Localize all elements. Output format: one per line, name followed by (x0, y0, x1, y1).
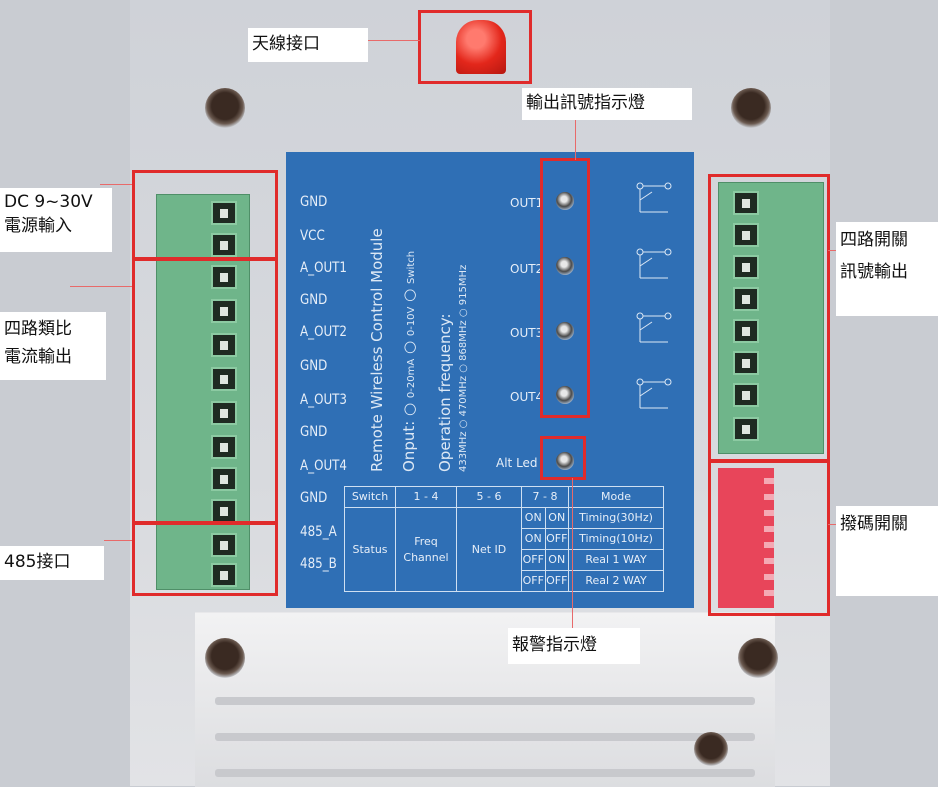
output-led (556, 386, 574, 404)
frequency-options: Operation frequency: (436, 313, 454, 472)
onput-options: Onput: ○ 0-20mA ○ 0-10V ○ Switch (400, 250, 418, 472)
switch-output-highlight-box (708, 174, 830, 462)
screw-bottom-right (738, 638, 778, 678)
module-title: Remote Wireless Control Module (368, 228, 386, 472)
pin-label: GND (300, 358, 328, 374)
output-led (556, 257, 574, 275)
pin-label: 485_A (300, 524, 337, 540)
leader-line (828, 250, 838, 251)
module-label-panel: GND VCC A_OUT1 GND A_OUT2 GND A_OUT3 GND… (286, 152, 694, 608)
output-led-highlight-box (540, 158, 590, 418)
alarm-led-highlight-box (540, 436, 586, 480)
table-header: 7 - 8 (521, 486, 569, 508)
analog-output-callout: 四路類比 電流輸出 (0, 312, 106, 380)
table-header: Mode (568, 486, 664, 508)
power-input-callout: DC 9~30V 電源輸入 (0, 188, 112, 252)
pin-label: GND (300, 194, 328, 210)
net-id-cell: Net ID (456, 507, 522, 592)
rs485-callout: 485接口 (0, 546, 104, 580)
leader-line (70, 286, 132, 287)
relay-symbol-icon (636, 182, 672, 213)
screw-bottom (694, 732, 728, 766)
analog-highlight-box (132, 258, 278, 524)
leader-line (828, 524, 838, 525)
pin-label: GND (300, 424, 328, 440)
rs485-highlight-box (132, 522, 278, 596)
status-cell: Status (344, 507, 396, 592)
dip-mode-table: Switch 1 - 4 5 - 6 7 - 8 Mode Status Fre… (344, 486, 664, 592)
output-indicator-callout: 輸出訊號指示燈 (522, 88, 692, 120)
relay-symbol-icon (636, 312, 672, 343)
pin-label: A_OUT2 (300, 324, 348, 340)
output-led (556, 322, 574, 340)
relay-symbol-icon (636, 378, 672, 409)
leader-line (575, 118, 576, 160)
pin-label: GND (300, 490, 328, 506)
pin-label: VCC (300, 228, 325, 244)
alarm-led (556, 452, 574, 470)
right-terminal-block (718, 182, 824, 454)
dip-switch-highlight-box (708, 460, 830, 616)
screw-bottom-left (205, 638, 245, 678)
pin-label: GND (300, 292, 328, 308)
dip-switch-callout: 撥碼開關 (836, 506, 938, 596)
leader-line (104, 540, 132, 541)
enclosure-bottom-rail (195, 612, 775, 787)
frequency-values: 433MHz ○ 470MHz ○ 868MHz ○ 915MHz (458, 264, 469, 472)
pin-label: 485_B (300, 556, 337, 572)
pin-label: A_OUT4 (300, 458, 348, 474)
antenna-connector (456, 20, 506, 74)
leader-line (572, 478, 573, 634)
power-highlight-box (132, 170, 278, 260)
output-label: OUT1 (510, 196, 544, 210)
dip-switch (718, 468, 774, 608)
leader-line (100, 184, 132, 185)
antenna-callout: 天線接口 (248, 28, 368, 62)
screw-top-right (731, 88, 771, 128)
leader-line (368, 40, 420, 41)
switch-output-callout: 四路開關 訊號輸出 (836, 222, 938, 316)
output-label: OUT2 (510, 262, 544, 276)
pin-label: A_OUT1 (300, 260, 348, 276)
alt-led-label: Alt Led (496, 456, 538, 470)
output-led (556, 192, 574, 210)
table-header: 5 - 6 (456, 486, 522, 508)
relay-symbol-icon (636, 248, 672, 279)
antenna-highlight-box (418, 10, 532, 84)
table-header: Switch (344, 486, 396, 508)
pin-label: A_OUT3 (300, 392, 348, 408)
screw-top-left (205, 88, 245, 128)
output-label: OUT3 (510, 326, 544, 340)
output-label: OUT4 (510, 390, 544, 404)
table-header: 1 - 4 (395, 486, 457, 508)
alarm-indicator-callout: 報警指示燈 (508, 628, 640, 664)
